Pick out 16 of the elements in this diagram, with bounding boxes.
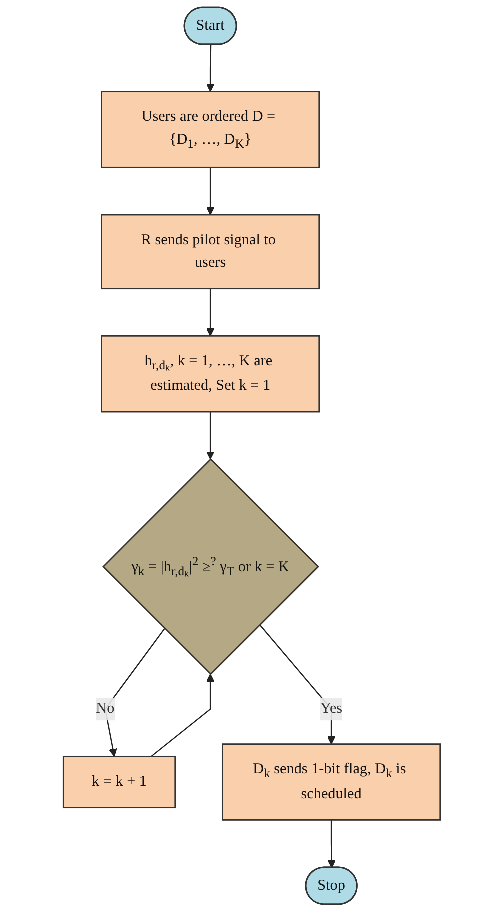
arrow <box>206 288 215 337</box>
node-box: k = k + 1 <box>62 756 176 809</box>
node-diamond: γ$_{k}$ = |h$_{r,dₖ}$|$^{2}$ ≥$^{?}$ γ$_{T}$ or k = K <box>102 458 320 676</box>
arrow <box>104 628 166 758</box>
arrow <box>151 674 215 758</box>
arrow <box>206 168 215 216</box>
arrow <box>259 624 336 745</box>
edge-label: Yes <box>320 700 343 717</box>
node-box: Users are ordered D = {D$_{1}$, …, D$_{K}$} <box>100 91 320 168</box>
arrow <box>206 44 215 92</box>
edge-label: No <box>96 700 115 717</box>
node-box: R sends pilot signal to users <box>100 214 320 290</box>
arrow <box>206 412 215 460</box>
arrow <box>328 820 336 868</box>
node-box: D$_{k}$ sends 1-bit flag, D$_{k}$ is scheduled <box>222 744 442 821</box>
node-box: h$_{r,dₖ}$, k = 1, …, K are estimated, Set k = 1 <box>100 335 320 413</box>
